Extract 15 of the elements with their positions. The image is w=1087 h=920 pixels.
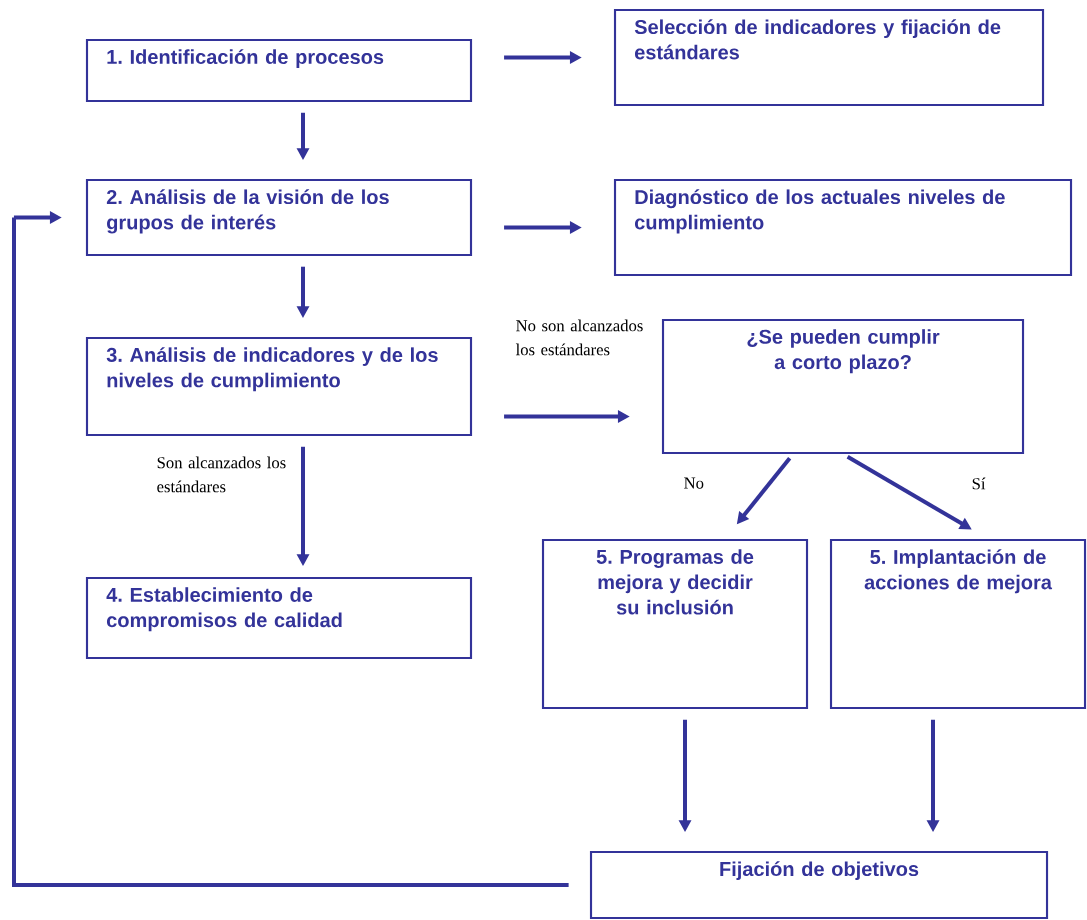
edge-label: No son alcanzados los estándares — [515, 319, 643, 356]
process-box: Selección de indicadores y fijación de estándares — [613, 8, 1045, 107]
step-box: 5. Implantación de acciones de mejora — [829, 538, 1087, 710]
process-box: Diagnóstico de los actuales niveles de cumplimiento — [613, 178, 1073, 277]
edge-label: No — [684, 477, 704, 489]
process-box: 1. Identificación de procesos — [85, 38, 473, 103]
step-box: 5. Programas de mejora y decidir su inclusión — [541, 538, 809, 710]
step-box: Fijación de objetivos — [589, 850, 1049, 920]
process-box: 3. Análisis de indicadores y de los niveles de cumplimiento — [85, 336, 473, 437]
edge-label: Son alcanzados los estándares — [157, 456, 286, 493]
process-box: 4. Establecimiento de compromisos de calidad — [85, 576, 473, 660]
process-box: 2. Análisis de la visión de los grupos de interés — [85, 178, 473, 257]
edge-label: Sí — [972, 477, 986, 490]
step-box: ¿Se pueden cumplir a corto plazo? — [661, 318, 1025, 455]
arrow — [11, 211, 569, 887]
